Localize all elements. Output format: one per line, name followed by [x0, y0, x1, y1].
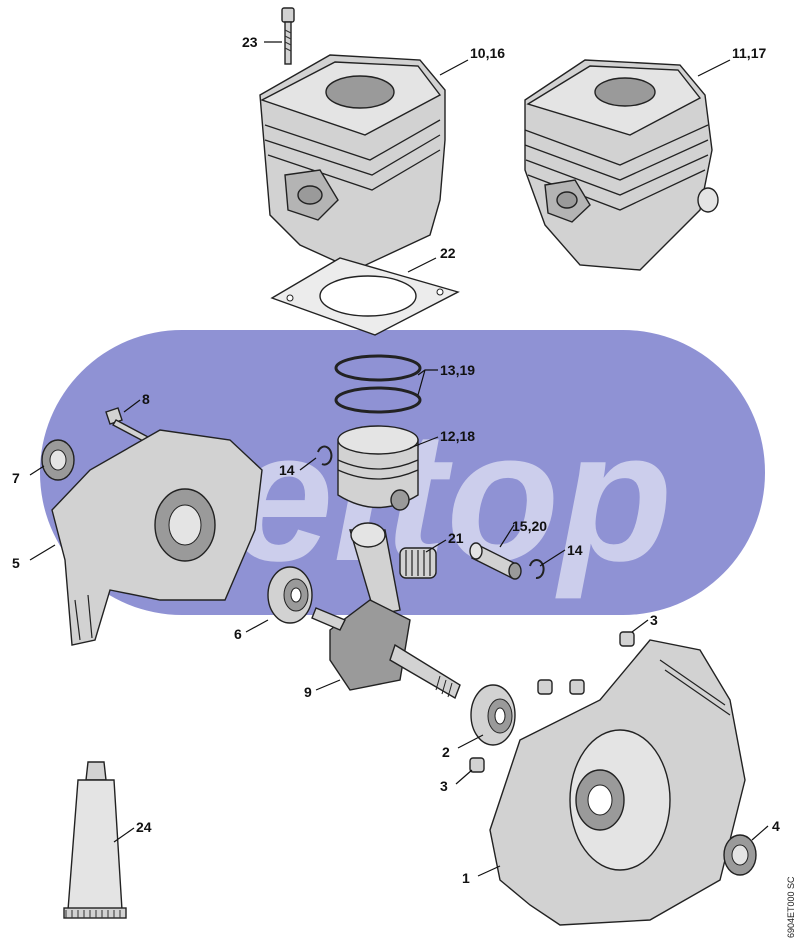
part-3-dowel-pin-b — [469, 757, 485, 773]
callout-10-16: 10,16 — [470, 45, 505, 61]
callout-14-a: 14 — [279, 462, 295, 478]
callout-23: 23 — [242, 34, 258, 50]
part-22-gasket — [270, 257, 460, 336]
loose-sleeve-b — [569, 679, 585, 695]
loose-sleeve-a — [537, 679, 553, 695]
part-5-crankcase-half — [51, 429, 263, 646]
part-24-grease-tube — [63, 761, 127, 919]
callout-8: 8 — [142, 391, 150, 407]
part-7-seal — [41, 439, 75, 481]
callout-12-18: 12,18 — [440, 428, 475, 444]
callout-5: 5 — [12, 555, 20, 571]
part-3-dowel-pin-a — [619, 631, 635, 647]
part-4-seal — [723, 834, 757, 876]
part-9-crankshaft — [311, 522, 461, 700]
part-23-bolt — [281, 7, 295, 65]
callout-3-b: 3 — [440, 778, 448, 794]
callout-13-19: 13,19 — [440, 362, 475, 378]
part-2-bearing — [470, 684, 516, 746]
callout-6: 6 — [234, 626, 242, 642]
part-10-16-cylinder — [259, 54, 446, 271]
leader-lines — [29, 41, 769, 877]
callout-22: 22 — [440, 245, 456, 261]
part-13-19-piston-rings — [334, 354, 422, 414]
part-15-20-piston-pin — [469, 542, 522, 580]
part-14-circlip-a — [317, 445, 333, 466]
drawing-code: 6904ET000 SC — [786, 876, 796, 938]
part-12-18-piston — [337, 425, 419, 511]
callout-1: 1 — [462, 870, 470, 886]
callout-15-20: 15,20 — [512, 518, 547, 534]
callout-24: 24 — [136, 819, 152, 835]
callout-3-a: 3 — [650, 612, 658, 628]
part-6-bearing — [267, 566, 313, 624]
part-1-crankcase-half — [489, 639, 746, 926]
callout-21: 21 — [448, 530, 464, 546]
callout-4: 4 — [772, 818, 780, 834]
callout-labels: 23 10,16 11,17 22 13,19 12,18 14 8 7 5 6… — [12, 34, 780, 886]
part-21-needle-cage — [399, 547, 437, 579]
part-11-17-cylinder — [524, 59, 719, 271]
callout-9: 9 — [304, 684, 312, 700]
callout-7: 7 — [12, 470, 20, 486]
callout-14-b: 14 — [567, 542, 583, 558]
callout-2: 2 — [442, 744, 450, 760]
callout-11-17: 11,17 — [732, 45, 766, 61]
